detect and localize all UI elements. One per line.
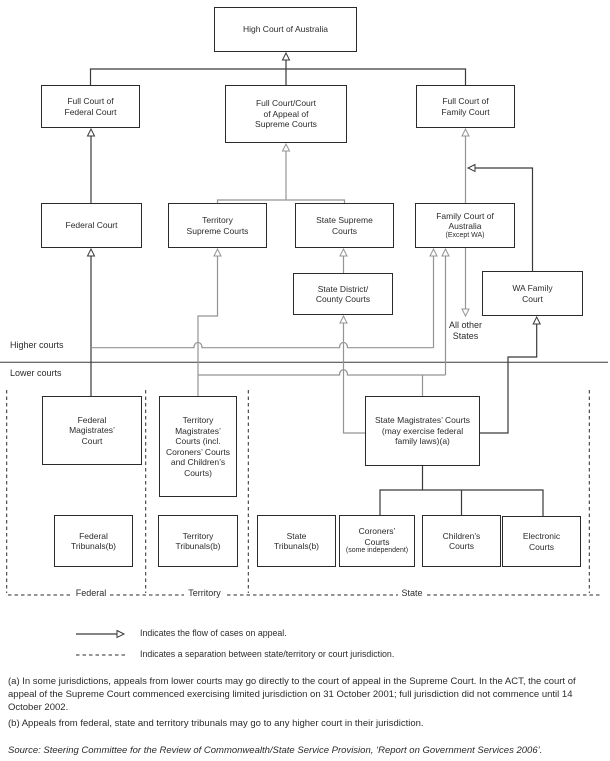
arrow-down-all-other-states: [461, 308, 470, 318]
arrow-up-territory-supreme: [213, 247, 222, 257]
gray-arrowheads: [213, 127, 470, 324]
node-full-court-federal: Full Court of Federal Court: [41, 85, 140, 128]
node-coroners-courts-sublabel: (some independent): [345, 547, 409, 555]
node-family-court-australia-sublabel: (Except WA): [445, 231, 485, 239]
node-high-court-label: High Court of Australia: [242, 24, 329, 35]
arrow-up-full-family: [461, 127, 470, 137]
node-state-tribunals-label: State Tribunals(b): [273, 530, 320, 552]
node-electronic-courts-label: Electronic Courts: [522, 531, 561, 552]
lower-courts-appeal-rail: [198, 369, 446, 376]
node-territory-tribunals-label: Territory Tribunals(b): [175, 530, 221, 552]
top-tree-connector: [89, 68, 467, 85]
section-label-territory: Territory: [188, 588, 221, 598]
gray-connectors: [91, 136, 467, 434]
section-label-state: State: [401, 588, 423, 598]
node-state-magistrates: State Magistrates’ Courts (may exercise …: [365, 396, 480, 466]
dark-arrowheads: [86, 51, 542, 325]
node-childrens-courts-label: Children’s Courts: [442, 530, 481, 552]
node-full-court-federal-label: Full Court of Federal Court: [64, 96, 117, 117]
arrow-up-state-supreme: [339, 247, 348, 257]
node-territory-supreme-label: Territory Supreme Courts: [186, 215, 249, 236]
legend-arrow-sample: [76, 629, 126, 639]
node-territory-magistrates: Territory Magistrates’ Courts (incl. Cor…: [159, 396, 237, 497]
node-coroners-courts: Coroners’ Courts (some independent): [339, 515, 415, 567]
legend-arrowhead: [116, 629, 126, 639]
node-federal-court: Federal Court: [41, 203, 142, 248]
footnote-b: (b) Appeals from federal, state and terr…: [8, 718, 424, 729]
node-family-court-australia: Family Court of Australia (Except WA): [415, 203, 515, 248]
node-federal-magistrates-label: Federal Magistrates’ Court: [69, 414, 115, 446]
legend-separation-text: Indicates a separation between state/ter…: [140, 649, 395, 659]
lower-courts-label: Lower courts: [10, 368, 62, 378]
node-wa-family-label: WA Family Court: [512, 283, 553, 304]
node-federal-magistrates: Federal Magistrates’ Court: [42, 396, 142, 465]
node-federal-tribunals: Federal Tribunals(b): [54, 515, 133, 567]
higher-courts-appeal-rail: [91, 341, 434, 349]
arrow-up-famaus-right: [441, 247, 450, 257]
node-full-court-supreme-label: Full Court/Court of Appeal of Supreme Co…: [255, 98, 317, 130]
node-territory-supreme: Territory Supreme Courts: [168, 203, 267, 248]
source-citation: Source: Steering Committee for the Revie…: [8, 745, 543, 756]
arrow-up-famaus-left: [429, 247, 438, 257]
arrow-left-into-family-line: [466, 163, 476, 173]
footnote-a: (a) In some jurisdictions, appeals from …: [8, 676, 576, 714]
termag-to-tersupreme-line: [197, 256, 219, 396]
arrow-up-state-district: [339, 314, 348, 324]
node-full-court-supreme: Full Court/Court of Appeal of Supreme Co…: [225, 85, 347, 143]
arrow-up-high-court: [281, 51, 291, 61]
node-federal-court-label: Federal Court: [65, 220, 118, 231]
statemag-to-statedistrict-line: [342, 323, 365, 434]
node-federal-tribunals-label: Federal Tribunals(b): [70, 530, 117, 552]
node-high-court: High Court of Australia: [214, 7, 357, 52]
node-territory-magistrates-label: Territory Magistrates’ Courts (incl. Cor…: [166, 415, 230, 478]
all-other-states-label: All other States: [448, 320, 483, 341]
node-wa-family: WA Family Court: [482, 271, 583, 316]
arrow-up-federal-court: [86, 247, 96, 257]
node-state-district: State District/ County Courts: [293, 273, 393, 315]
section-label-federal: Federal: [75, 588, 107, 598]
node-state-supreme-label: State Supreme Courts: [316, 215, 373, 236]
node-family-court-australia-label: Family Court of Australia: [436, 210, 494, 232]
node-state-tribunals: State Tribunals(b): [257, 515, 336, 567]
node-territory-tribunals: Territory Tribunals(b): [158, 515, 238, 567]
wafamily-to-fullfamily-line: [475, 167, 534, 271]
legend-appeal-flow-text: Indicates the flow of cases on appeal.: [140, 628, 287, 638]
node-state-magistrates-label: State Magistrates’ Courts (may exercise …: [374, 415, 471, 447]
jurisdiction-separators: [6, 390, 600, 656]
node-state-district-label: State District/ County Courts: [315, 283, 371, 305]
arrow-up-full-federal: [86, 127, 96, 137]
node-coroners-courts-label: Coroners’ Courts: [358, 526, 396, 547]
statemag-to-wafamily-line: [480, 324, 538, 434]
arrow-up-wa-family: [532, 315, 542, 325]
higher-courts-label: Higher courts: [10, 340, 64, 350]
node-childrens-courts: Children’s Courts: [422, 515, 501, 567]
node-state-supreme: State Supreme Courts: [295, 203, 394, 248]
node-full-court-family-label: Full Court of Family Court: [441, 96, 490, 117]
arrow-up-full-supreme: [281, 142, 291, 152]
node-full-court-family: Full Court of Family Court: [416, 85, 515, 128]
supreme-junction-rail: [216, 199, 346, 203]
node-electronic-courts: Electronic Courts: [502, 516, 581, 567]
